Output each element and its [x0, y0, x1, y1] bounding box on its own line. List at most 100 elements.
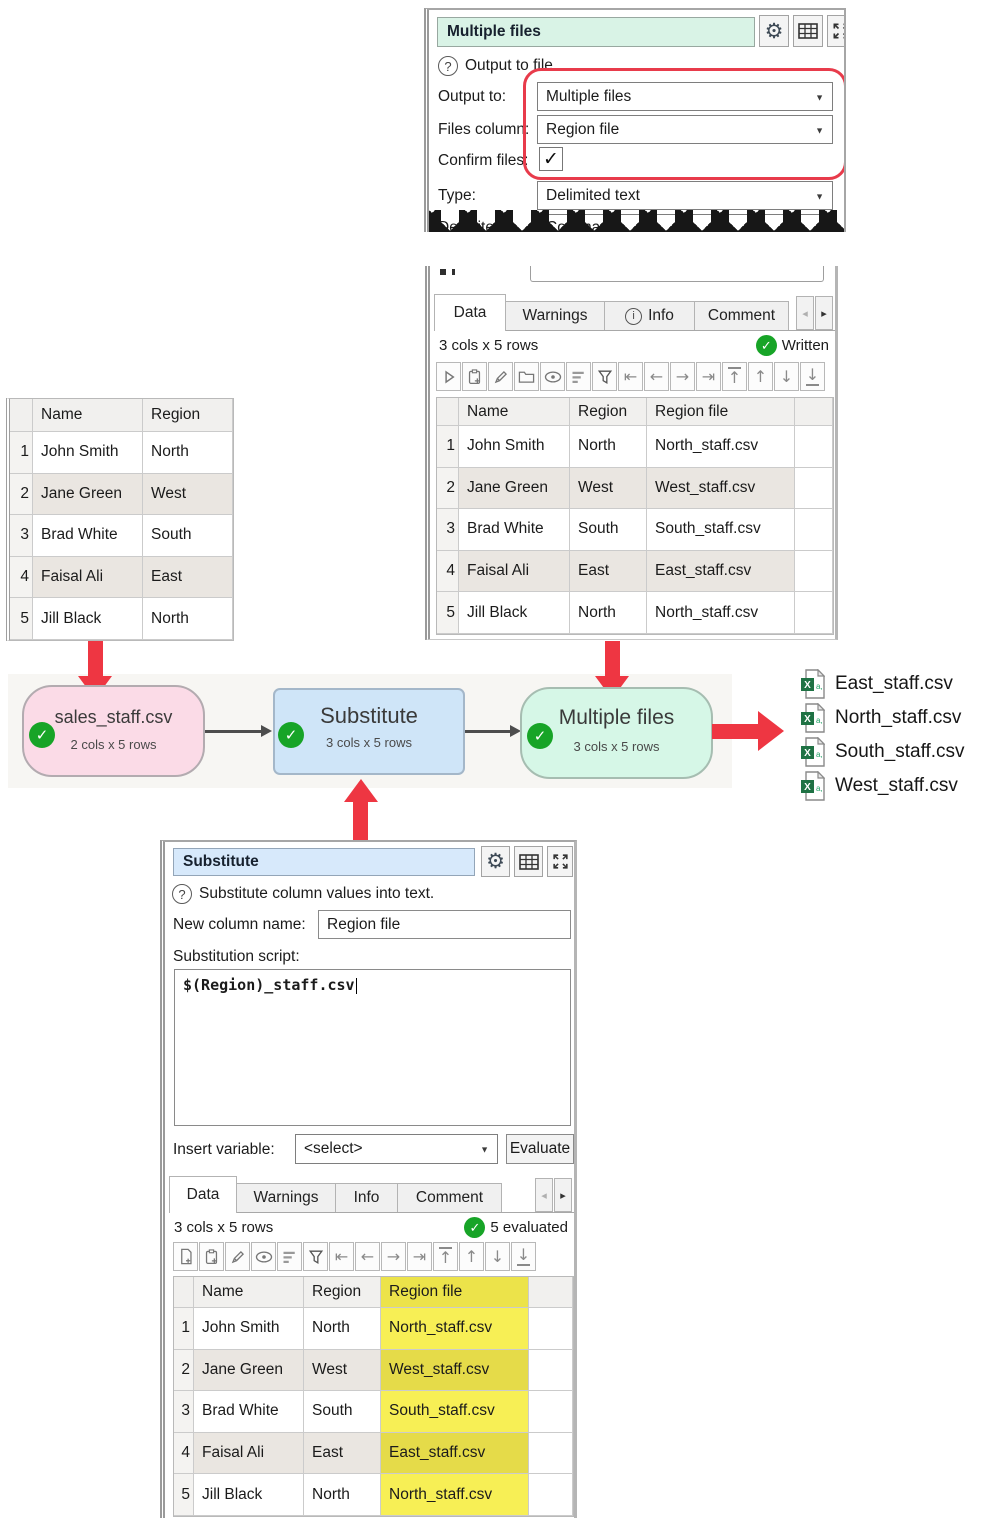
tab-scroll-right-button[interactable]: ▸ — [815, 296, 833, 330]
corner-cell[interactable] — [437, 398, 459, 426]
table-cell[interactable]: West — [143, 473, 233, 516]
table-cell[interactable]: South — [570, 509, 647, 551]
table-cell[interactable]: Jane Green — [194, 1349, 304, 1392]
table-cell[interactable]: East — [143, 556, 233, 599]
previous-column-button[interactable]: ← — [355, 1242, 380, 1271]
tab-warnings[interactable]: Warnings — [237, 1183, 336, 1213]
expand-button[interactable] — [827, 15, 844, 47]
tab-comment[interactable]: Comment — [398, 1183, 502, 1213]
table-view-button[interactable] — [514, 846, 543, 877]
table-cell[interactable]: John Smith — [194, 1308, 304, 1350]
table-cell-highlighted[interactable]: South_staff.csv — [381, 1391, 529, 1433]
row-number[interactable]: 1 — [174, 1308, 194, 1350]
table-cell[interactable]: South — [304, 1391, 381, 1433]
corner-cell[interactable] — [174, 1277, 194, 1308]
help-icon[interactable]: ? — [438, 56, 458, 76]
previous-row-button[interactable]: ↑ — [459, 1242, 484, 1271]
tab-scroll-right-button[interactable]: ▸ — [554, 1178, 572, 1212]
tab-info[interactable]: i Info — [605, 301, 695, 331]
last-column-button[interactable]: ⇥ — [407, 1242, 432, 1271]
new-file-button[interactable] — [173, 1242, 198, 1271]
previous-column-button[interactable]: ← — [644, 362, 669, 391]
folder-button[interactable] — [514, 362, 539, 391]
column-header[interactable]: Region — [304, 1277, 381, 1308]
table-cell[interactable]: North — [143, 598, 233, 640]
column-header[interactable]: Region — [143, 399, 233, 432]
files-column-dropdown[interactable]: Region file ▼ — [537, 115, 833, 144]
table-cell[interactable]: West — [304, 1349, 381, 1392]
table-cell[interactable]: East — [304, 1432, 381, 1475]
row-number[interactable]: 2 — [174, 1349, 194, 1392]
row-number[interactable]: 2 — [437, 467, 459, 510]
next-column-button[interactable]: → — [670, 362, 695, 391]
column-header[interactable]: Name — [33, 399, 143, 432]
table-cell[interactable]: West — [570, 467, 647, 510]
flow-node-substitute[interactable]: Substitute 3 cols x 5 rows — [273, 688, 465, 775]
table-cell[interactable]: South_staff.csv — [647, 509, 795, 551]
table-cell[interactable]: East_staff.csv — [647, 550, 795, 593]
filter-button[interactable] — [592, 362, 617, 391]
row-number[interactable]: 4 — [437, 550, 459, 593]
table-cell[interactable]: Faisal Ali — [459, 550, 570, 593]
confirm-files-checkbox[interactable]: ✓ — [539, 147, 563, 171]
table-cell[interactable]: Jane Green — [33, 473, 143, 516]
paste-button[interactable] — [199, 1242, 224, 1271]
first-row-button[interactable]: ↑ — [722, 362, 747, 391]
next-row-button[interactable]: ↓ — [774, 362, 799, 391]
view-button[interactable] — [251, 1242, 276, 1271]
row-number[interactable]: 5 — [174, 1474, 194, 1516]
table-cell[interactable]: North — [304, 1474, 381, 1516]
row-number[interactable]: 1 — [10, 432, 33, 474]
tab-data[interactable]: Data — [434, 294, 506, 331]
table-cell[interactable]: Jill Black — [194, 1474, 304, 1516]
table-cell[interactable]: West_staff.csv — [647, 467, 795, 510]
corner-cell[interactable] — [10, 399, 33, 432]
substitution-script-textarea[interactable]: $(Region)_staff.csv — [174, 969, 571, 1126]
table-view-button[interactable] — [793, 15, 823, 47]
gear-button[interactable]: ⚙ — [481, 846, 510, 877]
sort-button[interactable] — [566, 362, 591, 391]
row-number[interactable]: 3 — [10, 515, 33, 557]
first-column-button[interactable]: ⇤ — [329, 1242, 354, 1271]
row-number[interactable]: 5 — [437, 592, 459, 634]
type-dropdown[interactable]: Delimited text ▼ — [537, 181, 833, 210]
expand-button[interactable] — [547, 846, 573, 877]
evaluate-button[interactable]: Evaluate — [506, 1134, 574, 1164]
row-number[interactable]: 5 — [10, 598, 33, 640]
insert-variable-dropdown[interactable]: <select> ▼ — [295, 1134, 498, 1164]
column-header[interactable]: Name — [194, 1277, 304, 1308]
filter-button[interactable] — [303, 1242, 328, 1271]
table-cell[interactable]: North_staff.csv — [647, 426, 795, 468]
next-row-button[interactable]: ↓ — [485, 1242, 510, 1271]
row-number[interactable]: 4 — [10, 556, 33, 599]
tab-comment[interactable]: Comment — [695, 301, 789, 331]
table-cell-highlighted[interactable]: West_staff.csv — [381, 1349, 529, 1392]
last-row-button[interactable]: ↓ — [511, 1242, 536, 1271]
table-cell[interactable]: Jane Green — [459, 467, 570, 510]
table-cell-highlighted[interactable]: East_staff.csv — [381, 1432, 529, 1475]
column-header-highlighted[interactable]: Region file — [381, 1277, 529, 1308]
tab-scroll-left-button[interactable]: ◂ — [796, 296, 814, 330]
table-cell[interactable]: John Smith — [33, 432, 143, 474]
tab-data[interactable]: Data — [169, 1176, 237, 1213]
first-column-button[interactable]: ⇤ — [618, 362, 643, 391]
table-cell[interactable]: Brad White — [459, 509, 570, 551]
row-number[interactable]: 4 — [174, 1432, 194, 1475]
row-number[interactable]: 1 — [437, 426, 459, 468]
table-cell[interactable]: Brad White — [194, 1391, 304, 1433]
play-button[interactable] — [436, 362, 461, 391]
table-cell-highlighted[interactable]: North_staff.csv — [381, 1308, 529, 1350]
table-cell[interactable]: East — [570, 550, 647, 593]
table-cell[interactable]: Jill Black — [33, 598, 143, 640]
table-cell[interactable]: South — [143, 515, 233, 557]
edit-button[interactable] — [488, 362, 513, 391]
column-header[interactable]: Name — [459, 398, 570, 426]
last-column-button[interactable]: ⇥ — [696, 362, 721, 391]
tab-info[interactable]: Info — [336, 1183, 398, 1213]
table-cell[interactable]: North — [304, 1308, 381, 1350]
table-cell[interactable]: North — [570, 426, 647, 468]
help-icon[interactable]: ? — [172, 884, 192, 904]
paste-button[interactable] — [462, 362, 487, 391]
edit-button[interactable] — [225, 1242, 250, 1271]
new-column-input[interactable]: Region file — [318, 910, 571, 939]
